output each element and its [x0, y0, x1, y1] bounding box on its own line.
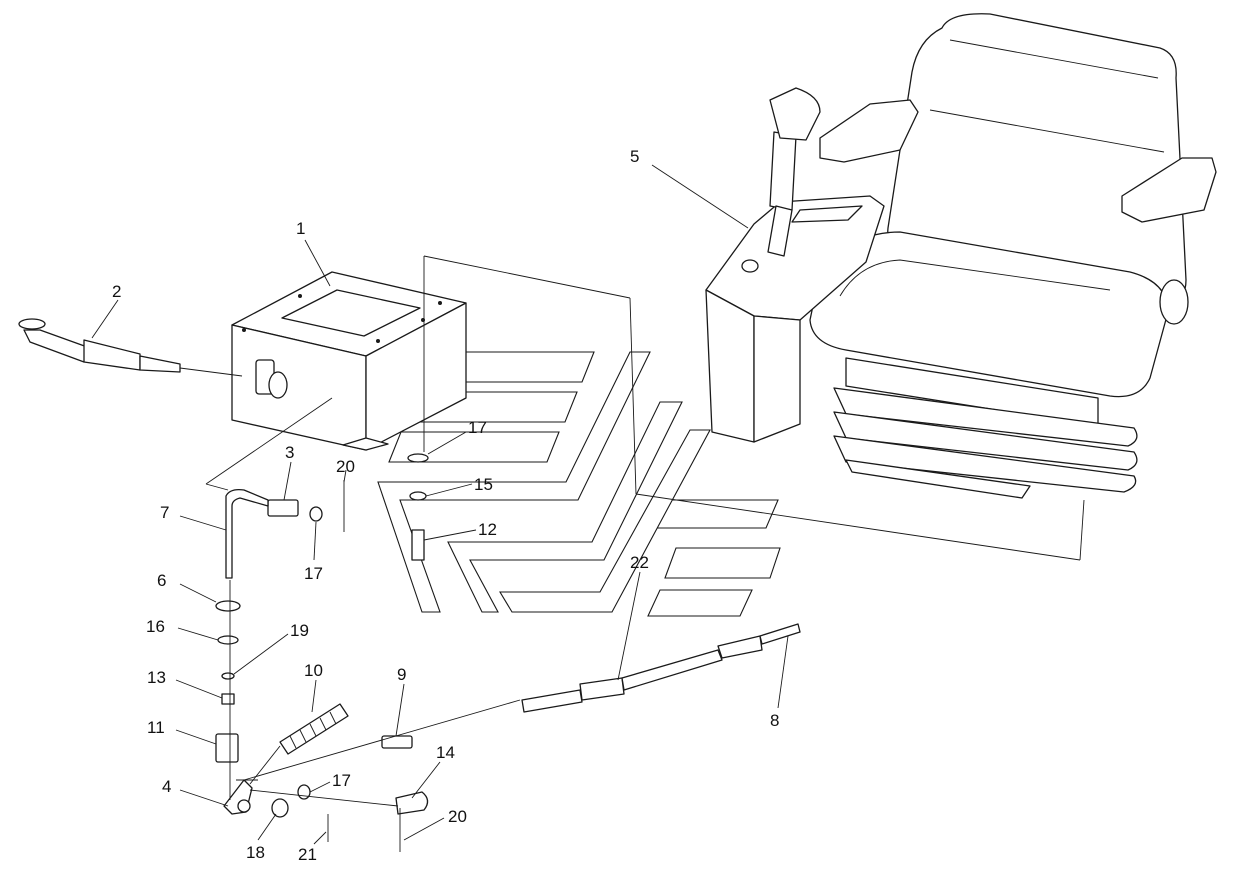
callout-1: 1 [296, 219, 305, 238]
callout-10: 10 [304, 661, 323, 680]
callout-7: 7 [160, 503, 169, 522]
part-small-components [215, 453, 429, 852]
callout-20b: 20 [448, 807, 467, 826]
callout-8: 8 [770, 711, 779, 730]
callout-20a: 20 [336, 457, 355, 476]
callout-22: 22 [630, 553, 649, 572]
part-seat-assembly [705, 13, 1217, 499]
callout-15: 15 [474, 475, 493, 494]
callout-12: 12 [478, 520, 497, 539]
part-bracket [231, 271, 467, 451]
leader-lines [91, 164, 789, 845]
assembly-lines [179, 255, 1085, 807]
callout-3: 3 [285, 443, 294, 462]
part-shaft [18, 318, 181, 373]
callout-17b: 17 [304, 564, 323, 583]
callout-4: 4 [162, 777, 171, 796]
callout-14: 14 [436, 743, 455, 762]
callout-18: 18 [246, 843, 265, 862]
part-cable [521, 623, 801, 713]
callout-11: 11 [147, 718, 165, 737]
callout-9: 9 [397, 665, 406, 684]
callout-16: 16 [146, 617, 165, 636]
callout-labels: 1 2 3 4 5 6 7 8 9 10 11 12 13 14 15 16 1… [112, 147, 779, 864]
callout-13: 13 [147, 668, 166, 687]
callout-2: 2 [112, 282, 121, 301]
callout-17c: 17 [332, 771, 351, 790]
callout-5: 5 [630, 147, 639, 166]
callout-19: 19 [290, 621, 309, 640]
callout-6: 6 [157, 571, 166, 590]
callout-21: 21 [298, 845, 317, 864]
callout-17a: 17 [468, 418, 487, 437]
